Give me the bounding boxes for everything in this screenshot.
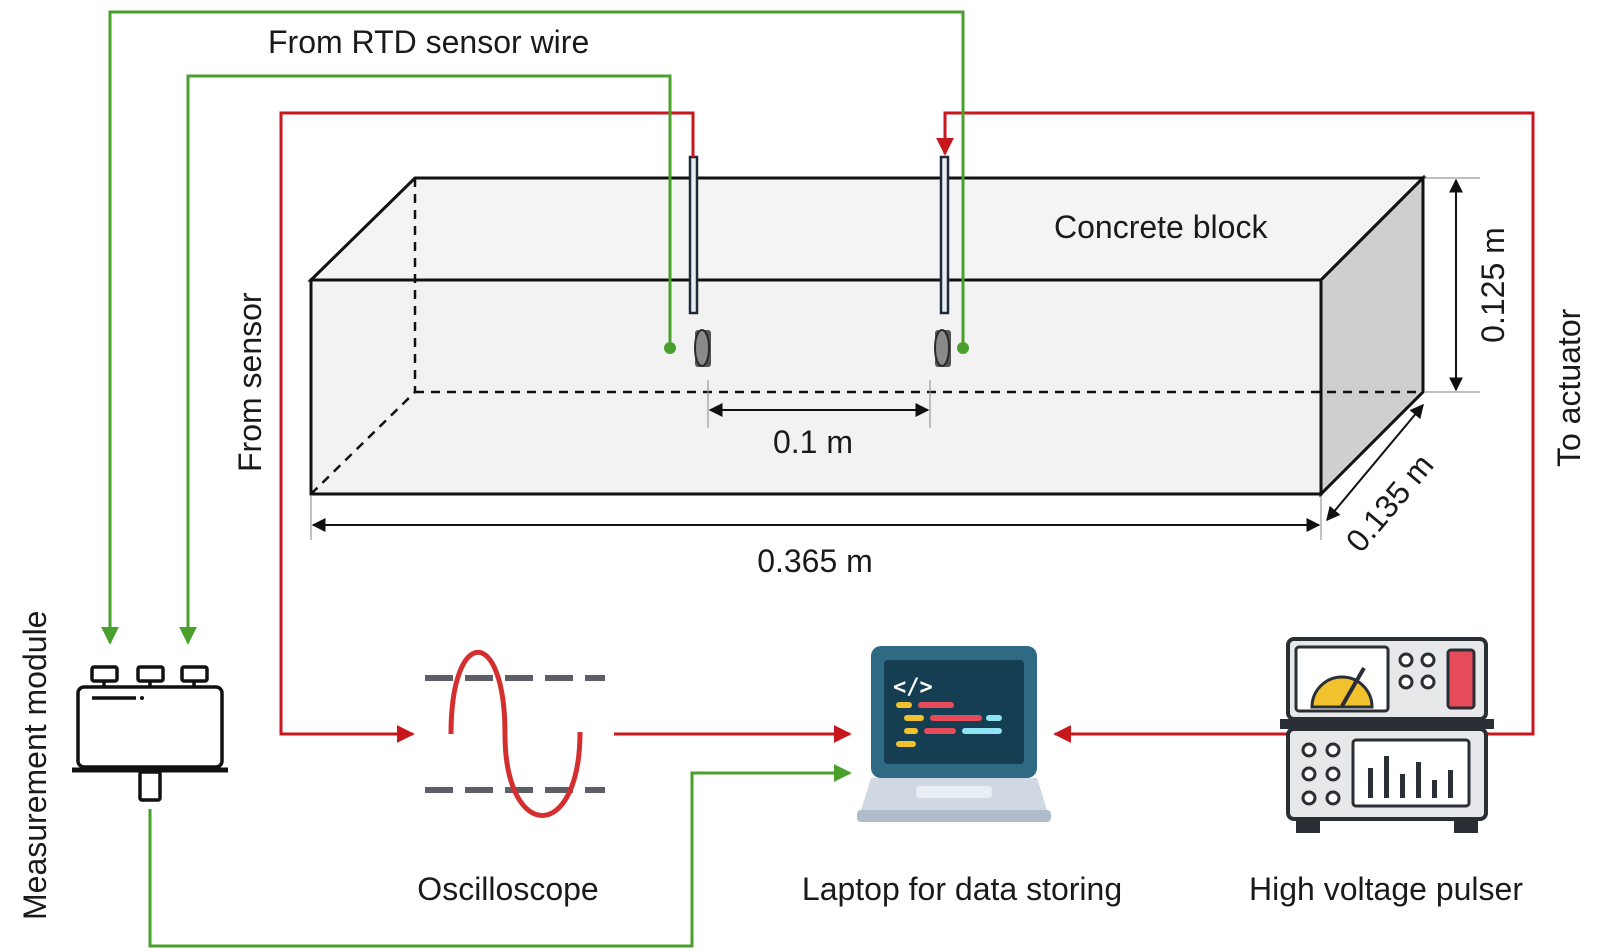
pulser-device-icon — [1280, 637, 1494, 833]
hidden-edges — [310, 178, 1423, 495]
oscilloscope-label: Oscilloscope — [417, 871, 598, 907]
rtd-wire-label: From RTD sensor wire — [268, 24, 589, 60]
svg-text:</>: </> — [893, 675, 933, 700]
laptop-code-icon: </> — [857, 646, 1051, 822]
dimension-length — [310, 496, 1322, 540]
rtd-wire-outer — [101, 10, 965, 645]
pulser-label: High voltage pulser — [1249, 871, 1523, 907]
dimension-height — [1425, 177, 1480, 393]
dimension-depth — [1326, 403, 1424, 522]
to-actuator-label: To actuator — [1551, 308, 1587, 467]
laptop-label: Laptop for data storing — [802, 871, 1122, 907]
sine-wave-icon — [425, 650, 605, 818]
wire-to-actuator — [936, 111, 1535, 736]
sensor-transducer — [688, 155, 711, 367]
spacing-dimension-label: 0.1 m — [773, 424, 853, 460]
height-dimension-label: 0.125 m — [1475, 227, 1511, 343]
from-sensor-label: From sensor — [232, 292, 268, 472]
measurement-module-label: Measurement module — [17, 611, 53, 920]
block-front-face — [309, 278, 1323, 496]
dimension-spacing — [707, 380, 931, 428]
wire-from-sensor — [279, 111, 695, 743]
concrete-block — [307, 174, 1427, 498]
concrete-block-label: Concrete block — [1054, 209, 1268, 245]
actuator-transducer — [934, 155, 951, 367]
module-to-laptop-wire — [148, 764, 852, 948]
depth-dimension-label: 0.135 m — [1339, 447, 1441, 559]
length-dimension-label: 0.365 m — [757, 543, 873, 579]
measurement-module-icon — [72, 665, 228, 802]
rtd-wire-inner — [179, 74, 672, 645]
